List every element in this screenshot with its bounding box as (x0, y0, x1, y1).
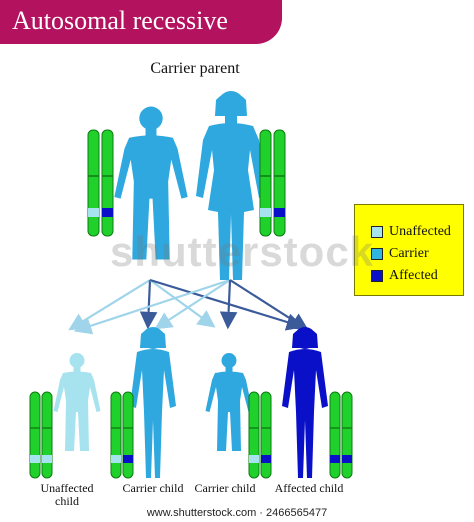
legend-item-affected: Affected (371, 267, 438, 285)
chromosomes-carrier-child-1 (110, 391, 134, 479)
child-label-carrier-1: Carrier child (122, 481, 184, 495)
legend-label: Unaffected (389, 224, 451, 239)
legend-swatch-unaffected (371, 226, 383, 238)
arrow-parent1-to-unaffected (68, 279, 151, 331)
child-figure-carrier-2 (205, 353, 253, 451)
legend-label: Affected (389, 268, 438, 283)
allele-mutant-father (102, 208, 113, 217)
arrow-parent1-to-carrier1 (139, 279, 158, 330)
child-figure-carrier-1 (130, 327, 176, 478)
arrow-parent1-to-carrier2 (149, 279, 216, 328)
arrow-parent2-to-carrier1 (154, 279, 231, 330)
father-figure (114, 106, 188, 260)
parent-label: Carrier parent (150, 60, 240, 77)
arrow-parent2-to-unaffected (73, 278, 231, 335)
legend-swatch-carrier (371, 248, 383, 260)
allele-normal-father (88, 208, 99, 217)
title-banner: Autosomal recessive (0, 0, 282, 44)
chromosomes-affected-child (329, 391, 353, 479)
footer-credit: www.shutterstock.com · 2466565477 (0, 505, 474, 522)
child-label-affected: Affected child (274, 481, 344, 495)
mother-chromosomes (259, 129, 286, 237)
legend-item-carrier: Carrier (371, 245, 429, 263)
father-chromosomes (87, 129, 114, 237)
arrow-parent2-to-affected (229, 279, 309, 331)
allele-normal-mother (260, 208, 271, 217)
allele-mutant-mother (274, 208, 285, 217)
arrow-parent1-to-affected (149, 278, 305, 331)
legend-label: Carrier (389, 246, 429, 261)
child-label-unaffected: Unaffected child (40, 481, 94, 508)
arrow-parent2-to-carrier2 (219, 279, 238, 330)
child-figure-unaffected (53, 353, 101, 451)
legend-item-unaffected: Unaffected (371, 223, 451, 241)
child-figure-affected (282, 327, 328, 478)
chromosomes-unaffected-child (29, 391, 53, 479)
chromosomes-carrier-child-2 (248, 391, 272, 479)
legend-swatch-affected (371, 270, 383, 282)
inheritance-arrows (68, 278, 309, 335)
child-label-carrier-2: Carrier child (194, 481, 256, 495)
legend: Unaffected Carrier Affected (354, 204, 464, 296)
page-title: Autosomal recessive (12, 6, 228, 35)
mother-figure (196, 91, 266, 280)
